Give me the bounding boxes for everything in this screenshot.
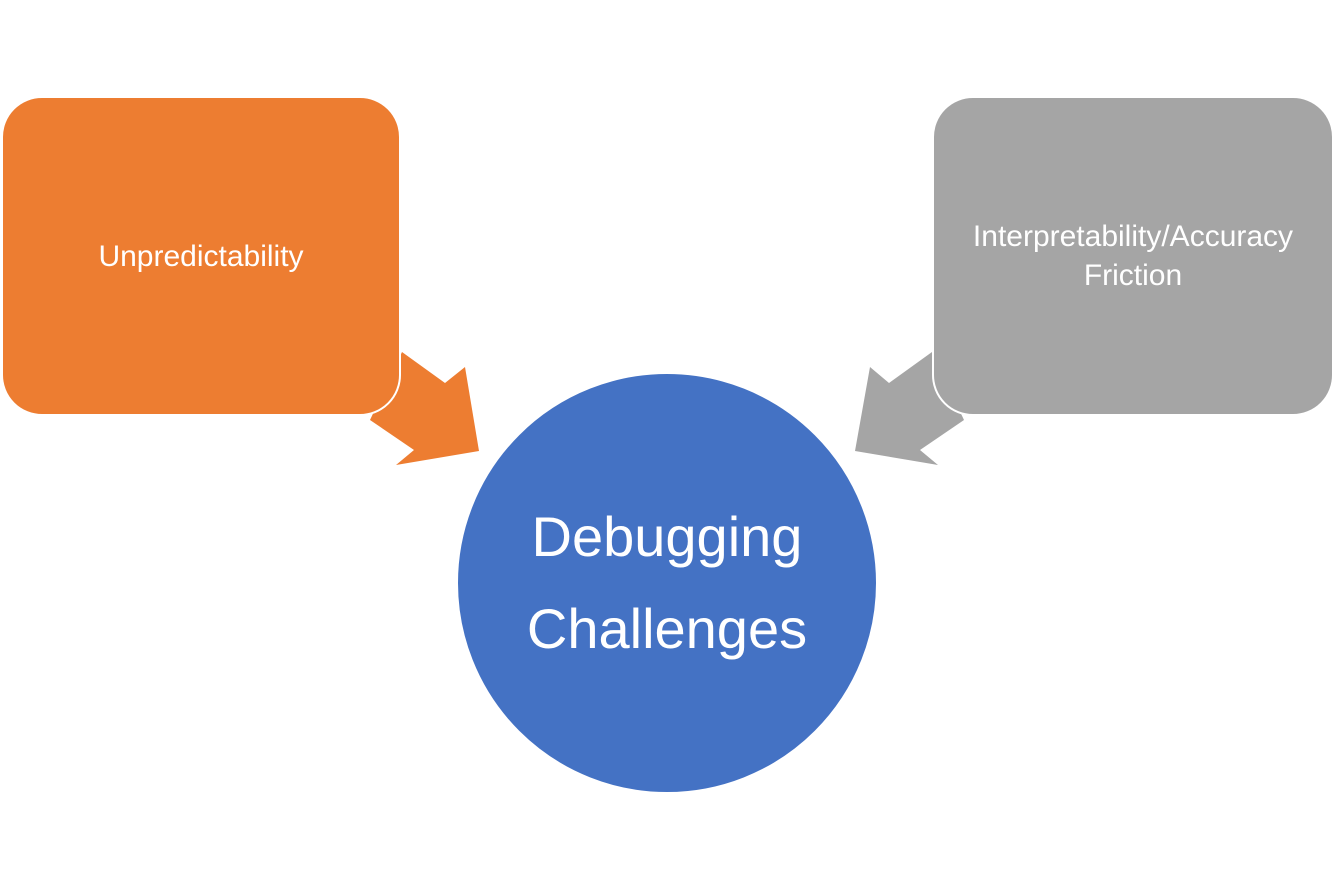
debugging-challenges-circle [456,372,878,794]
interpretability-box [932,96,1334,416]
unpredictability-label: Unpredictability [98,239,304,273]
interpretability-label: Interpretability/Accuracy Friction [972,220,1294,292]
debugging-challenges-label: Debugging Challenges [526,504,808,660]
unpredictability-box [1,96,401,416]
